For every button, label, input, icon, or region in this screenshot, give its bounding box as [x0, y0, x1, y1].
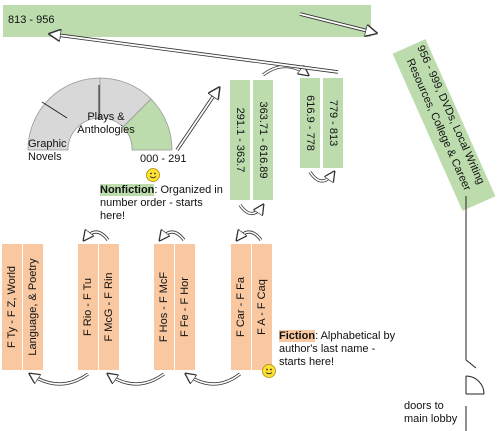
fiction-note: Fiction: Alphabetical by author's last n…: [279, 330, 404, 369]
fiction-note-text: : Alphabetical by author's last name - s…: [279, 330, 396, 368]
shelf-363-616: 363.71 - 616.89: [253, 80, 273, 200]
doors-label: doors to main lobby: [404, 400, 458, 425]
shelf-f-car-fa: F Car - F Fa: [231, 244, 251, 370]
shelf-616-778: 616.9 - 778: [300, 78, 320, 168]
fiction-note-title: Fiction: [279, 330, 316, 342]
top-shelf-label: 813 - 956: [8, 14, 55, 26]
shelf-779-813: 779 - 813: [323, 78, 343, 168]
start-000-291-label: 000 - 291: [140, 153, 187, 165]
shelf-f-mcg-rin: F McG - F Rin: [99, 244, 119, 370]
top-shelf-813-956: 813 - 956: [3, 5, 371, 37]
nonfiction-note-text: : Organized in number order - starts her…: [100, 184, 223, 222]
shelf-world-language: Language, & Poetry: [23, 244, 43, 370]
shelf-f-fe-hor: F Fe - F Hor: [175, 244, 195, 370]
nonfiction-note: Nonfiction: Organized in number order - …: [100, 184, 225, 223]
smiley-nonfiction-start-icon: [146, 168, 160, 182]
shelf-291-363: 291.1 - 363.7: [230, 80, 250, 200]
smiley-fiction-start-icon: [262, 364, 276, 378]
plays-anthologies-label: Plays & Anthologies: [77, 111, 135, 136]
shelf-f-ty-z: F Ty - F Z, World: [2, 244, 22, 370]
shelf-f-a-caq: F A - F Caq: [252, 244, 272, 370]
graphic-novels-label: Graphic Novels: [28, 138, 67, 163]
shelf-f-hos-mcf: F Hos - F McF: [154, 244, 174, 370]
wall-lines: [465, 196, 485, 431]
nonfiction-note-title: Nonfiction: [100, 184, 155, 196]
shelf-f-rio-tu: F Rio - F Tu: [78, 244, 98, 370]
